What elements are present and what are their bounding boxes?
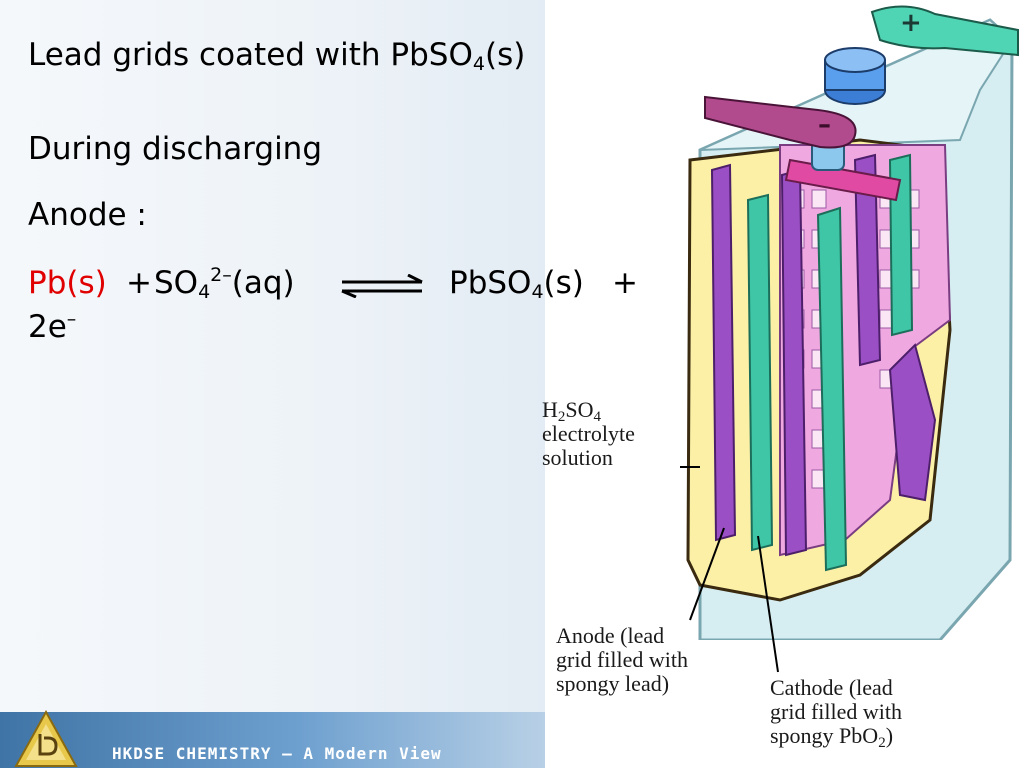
footer-text: HKDSE CHEMISTRY — A Modern View (112, 744, 442, 763)
product-subscript: 4 (531, 281, 544, 303)
equilibrium-arrow-icon (341, 274, 423, 298)
anode-plate (710, 163, 737, 542)
negative-terminal (704, 95, 857, 149)
equation-plus-2: + (612, 265, 638, 301)
title-tail: (s) (484, 37, 526, 73)
electrolyte-label: H2SO4 electrolyte solution (542, 398, 635, 470)
electrolyte-label-line3: solution (542, 445, 613, 470)
cathode-plate (746, 193, 774, 552)
equation-product-lead-sulfate: PbSO4(s) (449, 265, 584, 302)
cathode-plate (816, 206, 848, 572)
anode-plate (853, 153, 882, 367)
anode-heading: Anode : (28, 197, 147, 233)
positive-sign: + (900, 8, 922, 38)
product-formula: PbSO (449, 265, 532, 301)
anode-leader-line (689, 527, 725, 621)
anode-label-line3: spongy lead) (556, 671, 670, 696)
positive-terminal (870, 5, 1019, 57)
cathode-label-line2: grid filled with (770, 699, 902, 724)
vent-cap-top (824, 47, 886, 73)
title-subscript: 4 (472, 53, 485, 75)
equation-electrons: 2e– (28, 309, 76, 345)
footer-bar (0, 712, 545, 768)
slide-background-left (0, 0, 545, 768)
broken-anode-plate (888, 343, 937, 502)
anode-label: Anode (lead grid filled with spongy lead… (556, 624, 688, 696)
slide-title: Lead grids coated with PbSO4(s) (28, 37, 526, 74)
electrons-charge: – (66, 308, 77, 330)
equation-plus-1: + (126, 265, 152, 301)
cathode-leader-line (757, 535, 779, 673)
anode-label-line2: grid filled with (556, 647, 688, 672)
sulfate-subscript: 4 (198, 281, 211, 303)
sulfate-state: (aq) (231, 265, 295, 301)
sulfate-formula: SO (154, 265, 199, 301)
equation-reactant-sulfate: SO42–(aq) (154, 265, 295, 302)
cathode-label: Cathode (lead grid filled with spongy Pb… (770, 675, 902, 751)
equation-reactant-pb: Pb(s) (28, 265, 107, 301)
subtitle: During discharging (28, 131, 323, 167)
electrolyte-label-line2: electrolyte (542, 421, 635, 446)
negative-sign: – (818, 110, 831, 140)
lead-acid-battery-diagram: + – (680, 5, 1019, 640)
anode-label-line1: Anode (lead (556, 623, 665, 648)
cathode-label-line1: Cathode (lead (770, 675, 893, 700)
sulfate-charge: 2– (210, 264, 232, 286)
electrolyte-formula: H2SO4 (542, 397, 602, 425)
plate-leader-lines (689, 527, 779, 673)
product-state: (s) (543, 265, 584, 301)
electrons-text: 2e (28, 309, 67, 345)
cathode-label-line3: spongy PbO2) (770, 723, 894, 751)
title-text: Lead grids coated with PbSO (28, 37, 473, 73)
publisher-logo-icon (14, 710, 78, 767)
